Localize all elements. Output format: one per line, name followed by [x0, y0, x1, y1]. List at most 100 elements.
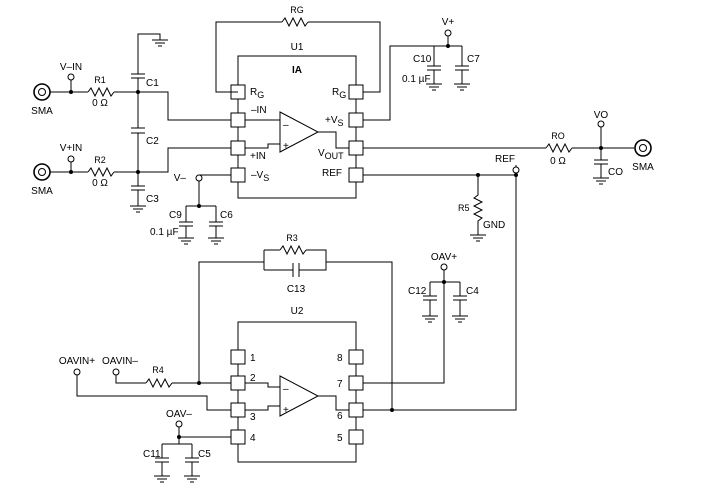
r5-label: R5 [458, 203, 470, 213]
vo-testpoint [597, 120, 605, 128]
u1-label-rg-left: GRG [250, 87, 264, 100]
sma-connector-1-inner [38, 88, 46, 96]
c3-ground [130, 205, 146, 213]
u2-ref-label: U2 [291, 306, 304, 317]
r2-value: 0 Ω [92, 178, 108, 189]
vplus-label: V+ [442, 17, 455, 28]
u1-label-vs-plus: +VS [325, 115, 344, 128]
oavplus-wire [363, 270, 445, 384]
u1-pin-ref [348, 167, 364, 183]
u1-label-in-plus: +IN [250, 151, 266, 162]
u2-amp-plus: + [283, 405, 289, 416]
ref-testpoint [512, 166, 520, 174]
c9-label: C9 [169, 210, 182, 221]
u2-amp-minus: – [283, 384, 289, 395]
u2-label-pin-8: 8 [337, 353, 343, 364]
c1-capacitor [131, 33, 161, 92]
u1-amp-minus: – [283, 120, 289, 131]
oavminus-wire [178, 427, 231, 438]
c4-capacitor [453, 282, 467, 316]
sma-connector-2 [33, 163, 51, 181]
c2-capacitor [131, 92, 145, 172]
c9-capacitor [179, 206, 193, 238]
ref-to-u2-wire [363, 175, 517, 411]
sma-2-label: SMA [31, 186, 53, 197]
vminus-label: V– [174, 173, 187, 184]
oavminus-testpoint [175, 420, 183, 428]
u2-pin-1 [230, 349, 246, 365]
c10-label: C10 [413, 54, 432, 65]
u1-amp-plus: + [283, 141, 289, 152]
c11-label: C11 [143, 449, 161, 460]
vinp-testpoint [67, 155, 75, 163]
rg-wire-right [308, 21, 381, 93]
u2-pin-2 [230, 375, 246, 391]
vinm-label: V–IN [60, 62, 82, 73]
c2-label: C2 [146, 136, 159, 147]
c4-ground [452, 315, 468, 323]
ro-label: RO [551, 131, 565, 141]
u2-pin-4 [230, 429, 246, 445]
vinm-testpoint [67, 73, 75, 81]
c12-ground [422, 315, 438, 323]
ref-label: REF [495, 154, 515, 165]
r5-resistor [472, 175, 484, 235]
c13-capacitor [292, 263, 300, 277]
r2-label: R2 [94, 155, 106, 165]
sma-out-label: SMA [632, 162, 654, 173]
rg-label: RG [290, 5, 304, 15]
oavin-minus-wire [115, 375, 146, 384]
c11-capacitor [155, 444, 169, 476]
u1-ref-label: U1 [291, 42, 304, 53]
u2-pin-7 [348, 375, 364, 391]
u1-amp-triangle [279, 111, 320, 153]
oavplus-testpoint [440, 263, 448, 271]
u1-label-rg-right: RG [332, 87, 346, 100]
sma-connector-out [634, 139, 652, 157]
u1-label-ref: REF [322, 168, 342, 179]
fb-node-right [390, 408, 394, 412]
c11-ground [154, 475, 170, 483]
c7-ground [454, 83, 470, 91]
oavin-minus-testpoint [112, 368, 120, 376]
r4-resistor [145, 377, 173, 389]
c1-label: C1 [146, 78, 159, 89]
c10-ground [426, 83, 442, 91]
u2-pin-5 [348, 429, 364, 445]
u2-label-pin-7: 7 [337, 379, 343, 390]
r2-resistor [87, 166, 115, 178]
u1-pin-vs-minus [230, 167, 246, 183]
c5-ground [184, 475, 200, 483]
u1-label-in-minus: –IN [251, 105, 267, 116]
u2-wire-inm [245, 382, 280, 388]
vplus-testpoint [444, 29, 452, 37]
fb-wire-left [198, 261, 264, 383]
oavin-plus-label: OAVIN+ [59, 356, 95, 367]
fb-split-left [263, 249, 290, 271]
u2-label-pin-4: 4 [250, 433, 256, 444]
u1-wire-out [318, 131, 349, 149]
co-capacitor [594, 148, 608, 178]
u2-label-pin-2: 2 [250, 373, 256, 384]
rg-resistor [281, 16, 309, 28]
c3-label: C3 [146, 194, 159, 205]
u2-pin-8 [348, 349, 364, 365]
c4-label: C4 [466, 286, 479, 297]
c6-label: C6 [220, 210, 233, 221]
u2-wire-inp [245, 405, 280, 411]
r1-value: 0 Ω [92, 98, 108, 109]
c9-value: 0.1 µF [150, 227, 179, 238]
c7-capacitor [455, 46, 469, 84]
r4-label: R4 [152, 365, 164, 375]
oavin-plus-wire [76, 375, 231, 411]
vinm-wire-2 [114, 91, 231, 121]
u1-wire-inp [245, 143, 280, 149]
c12-capacitor [423, 282, 437, 316]
gnd-label: GND [483, 220, 505, 231]
oavin-plus-testpoint [73, 368, 81, 376]
c10-value: 0.1 µF [402, 74, 431, 85]
vminus-testpoint [195, 174, 203, 182]
u1-pin-in-plus [230, 140, 246, 156]
c7-label: C7 [467, 54, 480, 65]
oavin-minus-label: OAVIN– [102, 356, 138, 367]
